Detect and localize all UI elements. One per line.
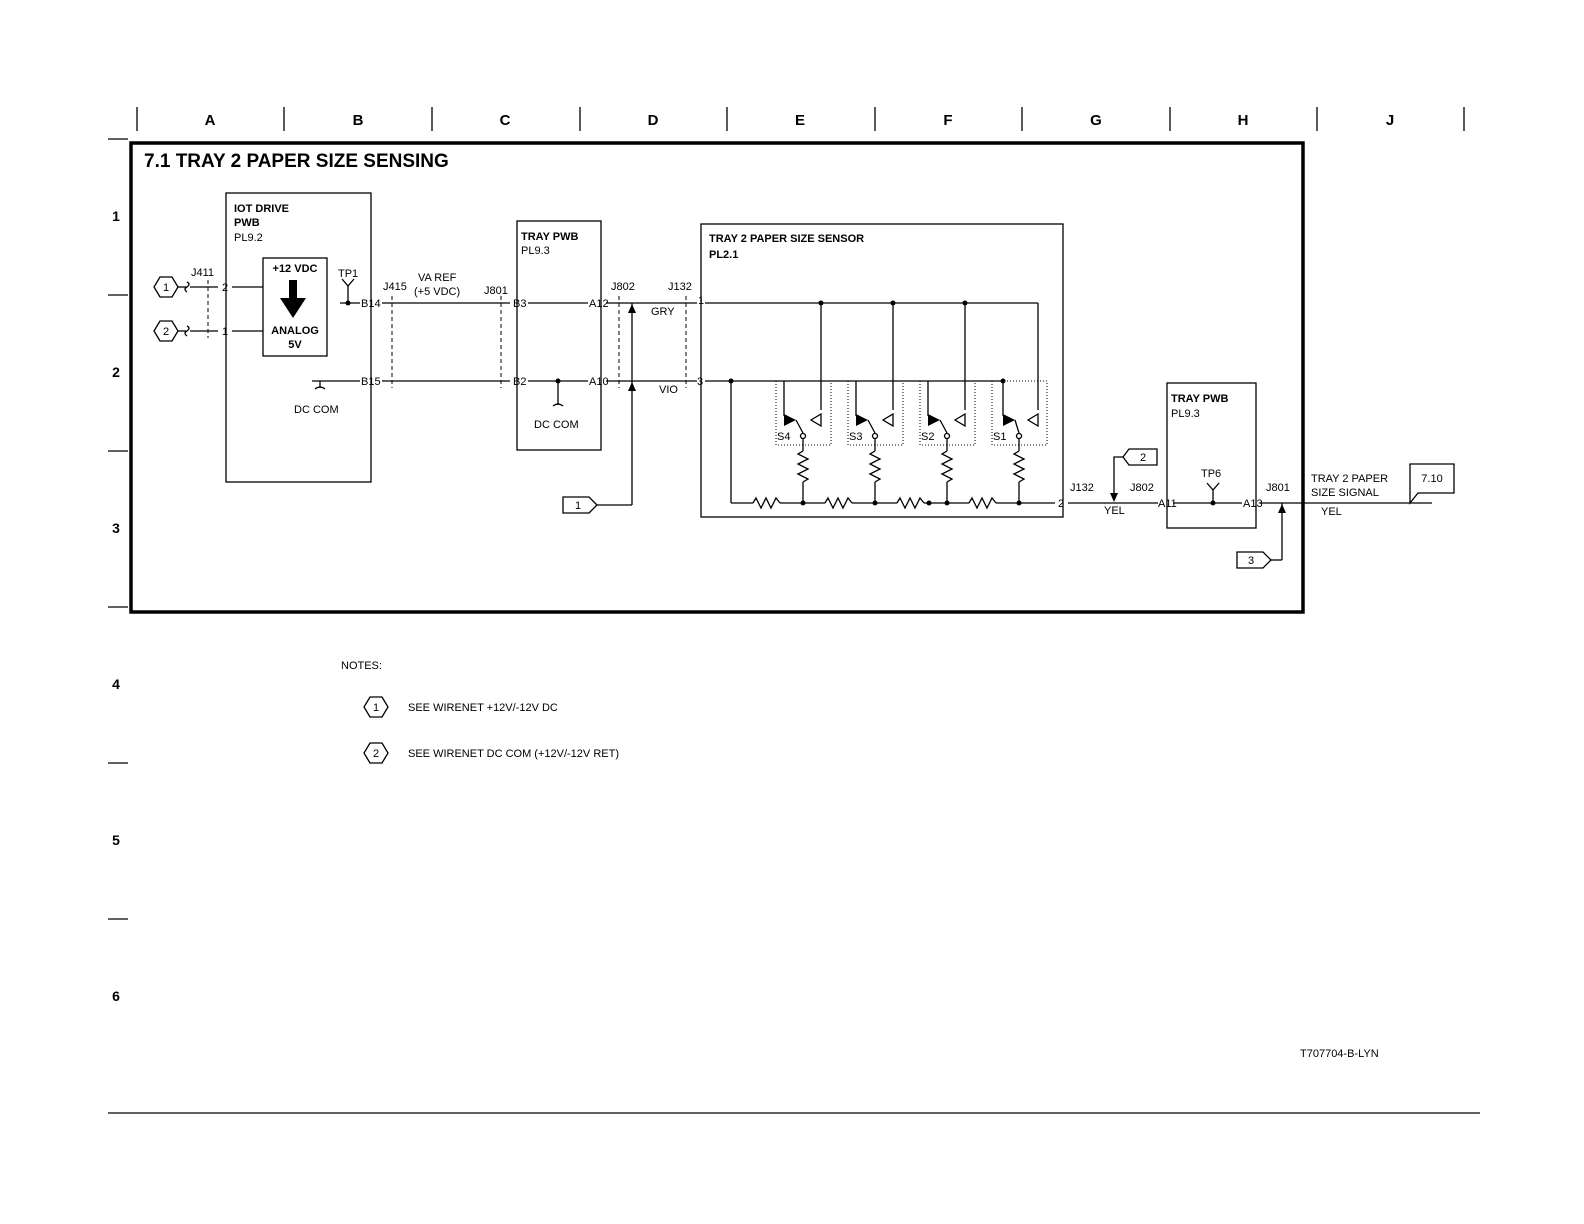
switch-s3: S3 [849, 431, 862, 443]
column-ruler: A B C D E F G H J [136, 107, 1465, 131]
svg-text:TRAY 2 PAPER SIZE SENSOR: TRAY 2 PAPER SIZE SENSOR [709, 233, 864, 245]
svg-text:TRAY PWB: TRAY PWB [1171, 393, 1229, 405]
switch-s4: S4 [777, 431, 790, 443]
svg-text:PWB: PWB [234, 217, 260, 229]
regulator-block: +12 VDC ANALOG 5V [262, 257, 328, 357]
test-point-tp1: TP1 [338, 268, 358, 280]
svg-text:J415: J415 [383, 281, 407, 293]
svg-text:GRY: GRY [651, 306, 675, 318]
svg-text:2: 2 [163, 326, 169, 338]
svg-text:J801: J801 [1266, 482, 1290, 494]
svg-text:1: 1 [698, 295, 704, 307]
tray-pwb-2: TRAY PWB PL9.3 TP6 A13 [1166, 382, 1263, 529]
diagram-frame [129, 141, 1305, 614]
svg-text:J132: J132 [1070, 482, 1094, 494]
svg-text:5V: 5V [288, 339, 302, 351]
row-label-6: 6 [112, 988, 120, 1004]
svg-text:PL9.2: PL9.2 [234, 232, 263, 244]
tray-pwb: TRAY PWB PL9.3 B3 B2 A12 A10 DC COM [513, 220, 609, 451]
flag-2 [1122, 448, 1158, 466]
svg-text:7.10: 7.10 [1421, 473, 1442, 485]
svg-text:PL2.1: PL2.1 [709, 249, 738, 261]
flag-3 [1236, 551, 1272, 569]
dc-com-label-1: DC COM [294, 404, 339, 416]
svg-text:B2: B2 [513, 376, 526, 388]
svg-text:A10: A10 [589, 376, 609, 388]
row-label-1: 1 [112, 208, 120, 224]
svg-text:1: 1 [373, 702, 379, 714]
svg-text:VIO: VIO [659, 384, 678, 396]
row-label-2: 2 [112, 364, 120, 380]
col-label-e: E [795, 112, 805, 129]
svg-text:J411: J411 [191, 267, 214, 279]
svg-text:B15: B15 [361, 376, 381, 388]
svg-text:(+5 VDC): (+5 VDC) [414, 286, 460, 298]
svg-text:1: 1 [222, 326, 228, 338]
svg-text:1: 1 [163, 282, 169, 294]
test-point-tp6: TP6 [1201, 468, 1221, 480]
svg-text:2: 2 [1058, 498, 1064, 510]
paper-size-sensor: TRAY 2 PAPER SIZE SENSOR PL2.1 1 3 S4 [697, 223, 1064, 518]
svg-text:VA REF: VA REF [418, 272, 457, 284]
row-label-5: 5 [112, 832, 120, 848]
flag-1: 1 [562, 496, 632, 514]
note-2: SEE WIRENET DC COM (+12V/-12V RET) [408, 748, 619, 760]
row-label-3: 3 [112, 520, 120, 536]
col-label-a: A [205, 112, 216, 129]
signal-label: TRAY 2 PAPER [1311, 473, 1388, 485]
svg-text:2: 2 [222, 282, 228, 294]
svg-text:2: 2 [1140, 452, 1146, 464]
svg-text:J132: J132 [668, 281, 692, 293]
svg-text:ANALOG: ANALOG [271, 325, 319, 337]
svg-text:A13: A13 [1243, 498, 1263, 510]
dc-com-label-2: DC COM [534, 419, 579, 431]
iot-output-pins: TP1 B14 B15 DC COM J415 VA REF (+5 VDC) [294, 268, 460, 416]
output-harness: J132 YEL J802 2 A11 [1068, 448, 1177, 517]
input-connectors: 1 2 J411 2 1 [153, 267, 263, 342]
ref-flag-7-10 [1409, 463, 1455, 505]
col-label-c: C [500, 112, 511, 129]
document-id: T707704-B-LYN [1300, 1048, 1379, 1060]
switch-s1: S1 [993, 431, 1006, 443]
col-label-j: J [1386, 112, 1394, 129]
svg-text:PL9.3: PL9.3 [1171, 408, 1200, 420]
svg-text:PL9.3: PL9.3 [521, 245, 550, 257]
iot-drive-pwb: IOT DRIVE PWB PL9.2 +12 VDC ANALOG 5V [225, 192, 372, 483]
svg-text:+12 VDC: +12 VDC [273, 263, 318, 275]
svg-text:3: 3 [1248, 555, 1254, 567]
row-label-4: 4 [112, 676, 120, 692]
svg-text:TRAY PWB: TRAY PWB [521, 231, 579, 243]
svg-text:YEL: YEL [1321, 506, 1342, 518]
notes: NOTES: 1 SEE WIRENET +12V/-12V DC 2 SEE … [341, 660, 619, 764]
svg-text:SIZE SIGNAL: SIZE SIGNAL [1311, 487, 1379, 499]
svg-text:J801: J801 [484, 285, 508, 297]
svg-text:J802: J802 [611, 281, 635, 293]
svg-text:J802: J802 [1130, 482, 1154, 494]
col-label-h: H [1238, 112, 1249, 129]
notes-heading: NOTES: [341, 660, 382, 672]
col-label-d: D [648, 112, 659, 129]
svg-text:IOT DRIVE: IOT DRIVE [234, 203, 289, 215]
svg-text:3: 3 [697, 376, 703, 388]
note-1: SEE WIRENET +12V/-12V DC [408, 702, 558, 714]
svg-text:A12: A12 [589, 298, 609, 310]
svg-text:2: 2 [373, 748, 379, 760]
col-label-b: B [353, 112, 364, 129]
svg-text:YEL: YEL [1104, 505, 1125, 517]
switch-s2: S2 [921, 431, 934, 443]
svg-text:B14: B14 [361, 298, 381, 310]
diagram-title: 7.1 TRAY 2 PAPER SIZE SENSING [144, 151, 449, 172]
svg-text:B3: B3 [513, 298, 526, 310]
output-signal: J801 3 TRAY 2 PAPER SIZE SIGNAL YEL 7.10 [1236, 463, 1455, 569]
row-ruler: 1 2 3 4 5 6 [108, 138, 128, 1004]
svg-text:1: 1 [575, 500, 581, 512]
col-label-f: F [943, 112, 952, 129]
col-label-g: G [1090, 112, 1102, 129]
